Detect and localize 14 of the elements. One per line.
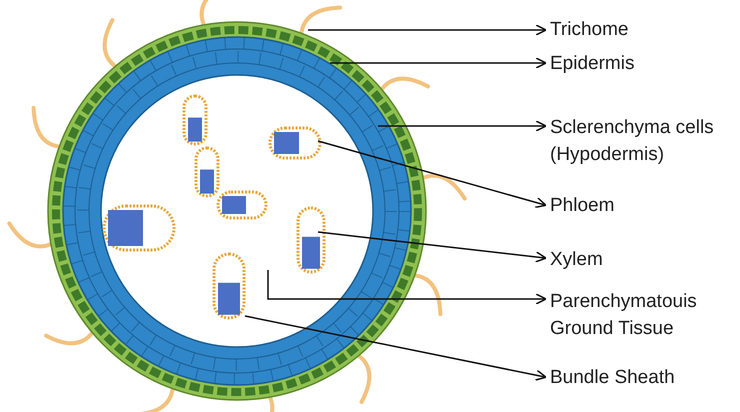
part-label: Bundle Sheath [550,364,735,391]
leader-line [308,24,547,36]
part-label: Sclerenchyma cells (Hypodermis) [550,114,735,168]
leader-line [267,270,547,305]
leader-line [330,57,547,69]
part-label: Epidermis [550,50,735,77]
leader-line [378,120,547,132]
leader-line [318,140,547,208]
part-label: Parenchymatouis Ground Tissue [550,288,735,342]
part-label: Xylem [550,246,735,273]
part-label: Phloem [550,192,735,219]
leader-line [244,315,547,381]
part-label: Trichome [550,16,735,43]
leader-line [318,231,547,263]
